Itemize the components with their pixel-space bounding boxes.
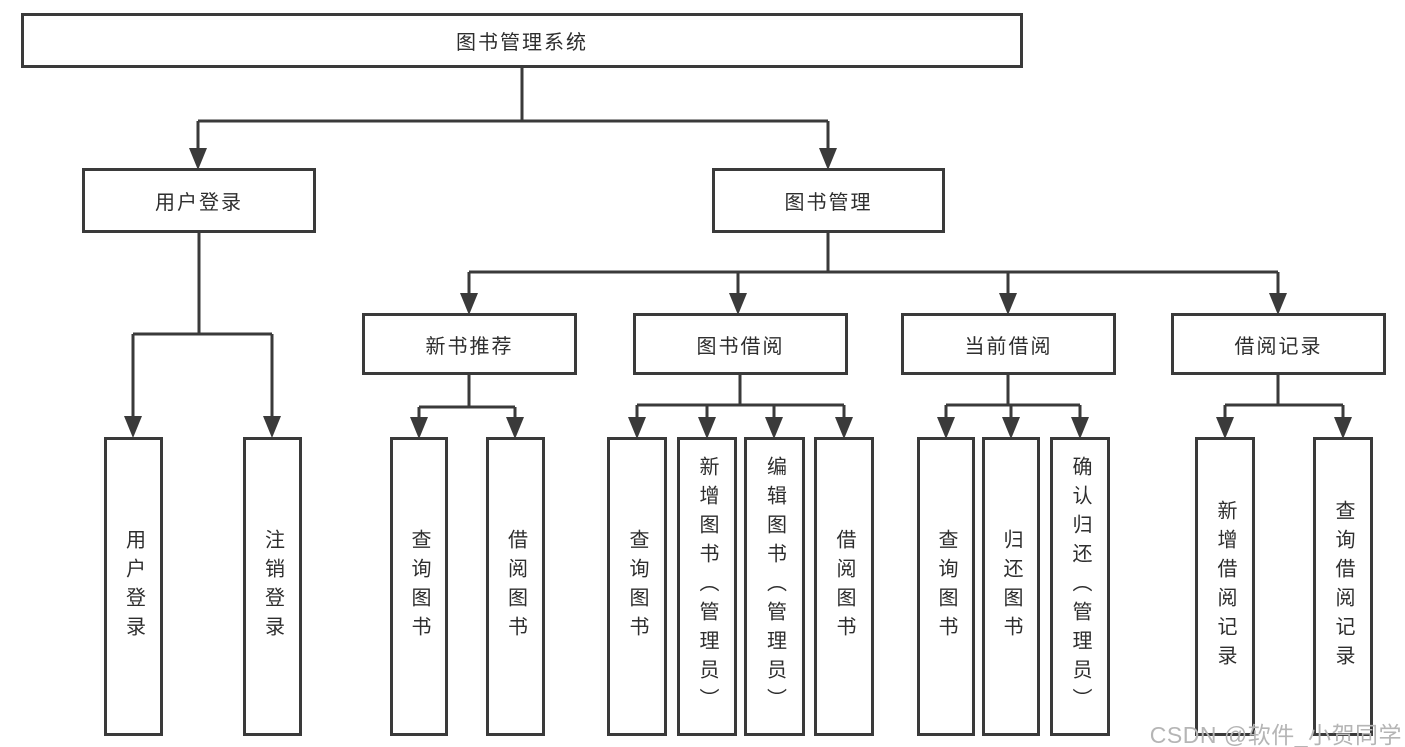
node-root-library-system: 图书管理系统	[21, 13, 1023, 68]
node-book-management: 图书管理	[712, 168, 945, 233]
leaf-return-book-label: 归还图书	[1000, 528, 1022, 645]
leaf-add-book-admin-label: 新增图书（管理员）	[696, 456, 718, 717]
leaf-confirm-return-admin-label: 确认归还（管理员）	[1069, 456, 1091, 717]
leaf-query-borrow-record: 查询借阅记录	[1313, 437, 1373, 736]
leaf-borrow-books-recommend-label: 借阅图书	[504, 528, 527, 645]
leaf-borrow-books-borrowing: 借阅图书	[814, 437, 874, 736]
leaf-confirm-return-admin: 确认归还（管理员）	[1050, 437, 1110, 736]
leaf-add-borrow-record-label: 新增借阅记录	[1214, 499, 1236, 674]
node-current-borrowing-label: 当前借阅	[964, 335, 1053, 358]
node-new-book-recommend-label: 新书推荐	[425, 335, 514, 358]
leaf-edit-book-admin-label: 编辑图书（管理员）	[763, 456, 786, 717]
leaf-query-books-borrowing-label: 查询图书	[626, 528, 648, 645]
leaf-query-books-borrowing: 查询图书	[607, 437, 667, 736]
node-user-login: 用户登录	[82, 168, 316, 233]
leaf-borrow-books-recommend: 借阅图书	[486, 437, 545, 736]
arrow-down-icons	[124, 148, 1352, 439]
leaf-query-books-current: 查询图书	[917, 437, 975, 736]
node-book-management-label: 图书管理	[784, 192, 873, 214]
leaf-query-books-current-label: 查询图书	[935, 528, 957, 645]
leaf-borrow-books-borrowing-label: 借阅图书	[833, 528, 855, 645]
connector-paths	[131, 68, 1345, 417]
leaf-user-login: 用户登录	[104, 437, 163, 736]
node-root-label: 图书管理系统	[456, 32, 588, 54]
leaf-query-borrow-record-label: 查询借阅记录	[1332, 499, 1354, 674]
leaf-add-book-admin: 新增图书（管理员）	[677, 437, 737, 736]
node-new-book-recommend: 新书推荐	[362, 313, 577, 375]
leaf-logout: 注销登录	[243, 437, 302, 736]
node-borrow-records: 借阅记录	[1171, 313, 1386, 375]
leaf-query-books-recommend: 查询图书	[390, 437, 448, 736]
node-current-borrowing: 当前借阅	[901, 313, 1116, 375]
node-book-borrowing: 图书借阅	[633, 313, 848, 375]
leaf-query-books-recommend-label: 查询图书	[408, 528, 430, 645]
leaf-add-borrow-record: 新增借阅记录	[1195, 437, 1255, 736]
leaf-return-book: 归还图书	[982, 437, 1040, 736]
node-user-login-label: 用户登录	[155, 192, 243, 214]
leaf-logout-label: 注销登录	[261, 528, 284, 645]
node-borrow-records-label: 借阅记录	[1234, 335, 1323, 358]
node-book-borrowing-label: 图书借阅	[696, 335, 785, 358]
leaf-user-login-label: 用户登录	[122, 528, 145, 645]
leaf-edit-book-admin: 编辑图书（管理员）	[744, 437, 805, 736]
csdn-watermark: CSDN @软件_小贺同学	[1149, 722, 1402, 747]
